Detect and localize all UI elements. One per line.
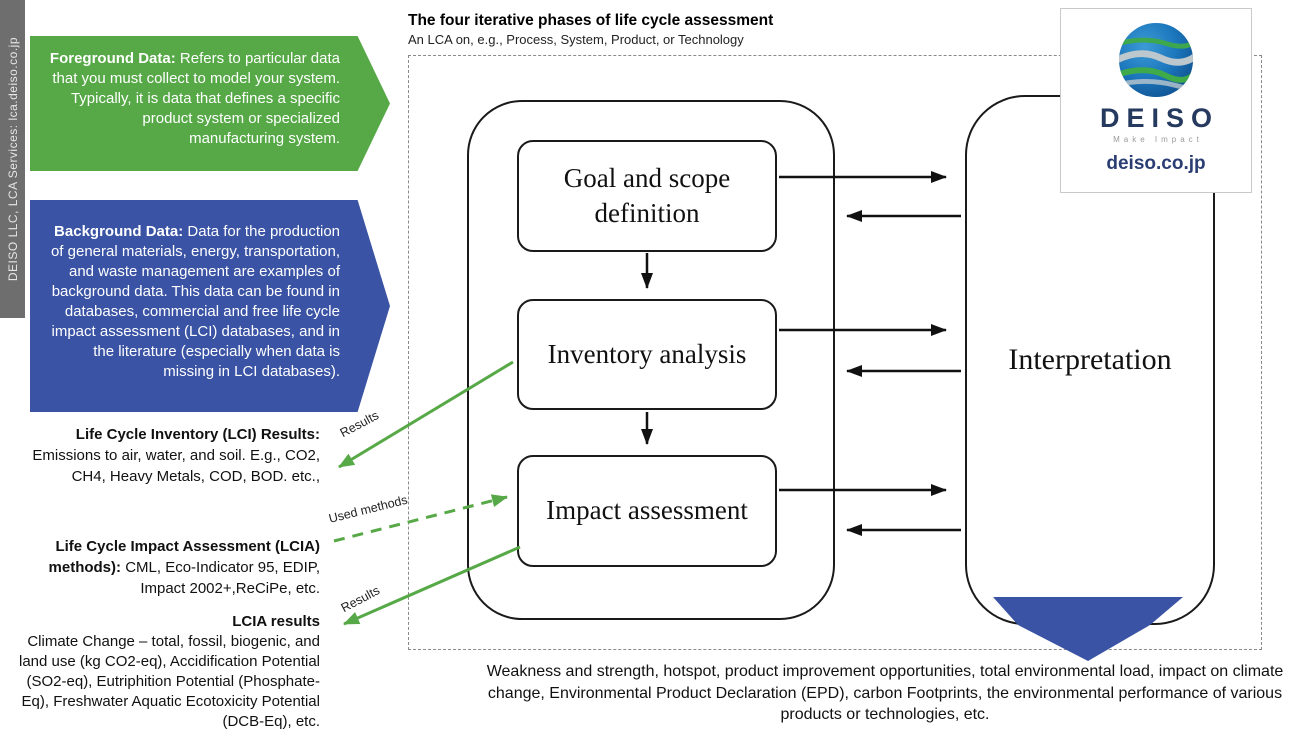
phases-loop-container xyxy=(467,100,835,620)
phase-box-inventory-analysis: Inventory analysis xyxy=(517,299,777,410)
foreground-data-banner: Foreground Data: Refers to particular da… xyxy=(30,36,390,171)
diagram-title: The four iterative phases of life cycle … xyxy=(408,12,774,29)
deiso-logo-card: DEISO Make Impact deiso.co.jp xyxy=(1060,8,1252,193)
lci-results-title: Life Cycle Inventory (LCI) Results: xyxy=(75,426,320,443)
foreground-data-title: Foreground Data: xyxy=(49,50,176,67)
outcomes-footer-text: Weakness and strength, hotspot, product … xyxy=(486,663,1284,723)
background-data-banner: Background Data: Data for the production… xyxy=(30,200,390,412)
globe-logo-icon xyxy=(1118,22,1194,98)
results-upper-label: Results xyxy=(337,408,382,441)
phase-box-impact-assessment: Impact assessment xyxy=(517,455,777,567)
background-data-body: Data for the production of general mater… xyxy=(50,223,340,380)
lci-results-block: Life Cycle Inventory (LCI) Results: Emis… xyxy=(8,424,320,487)
lcia-methods-title: Life Cycle Impact Assessment (LCIA) meth… xyxy=(48,538,320,576)
vertical-brand-bar: DEISO LLC, LCA Services: lca.deiso.co.jp xyxy=(0,0,25,318)
lcia-results-body: Climate Change – total, fossil, biogenic… xyxy=(19,633,320,730)
lcia-methods-block: Life Cycle Impact Assessment (LCIA) meth… xyxy=(8,536,320,599)
brand-name: DEISO xyxy=(1099,103,1220,133)
results-lower-label: Results xyxy=(338,583,383,616)
lcia-methods-body: CML, Eco-Indicator 95, EDIP, Impact 2002… xyxy=(125,559,320,597)
phase-box-goal-and-scope: Goal and scope definition xyxy=(517,140,777,252)
lcia-results-title: LCIA results xyxy=(232,613,320,630)
lci-results-body: Emissions to air, water, and soil. E.g.,… xyxy=(32,447,320,485)
lcia-results-block: LCIA results Climate Change – total, fos… xyxy=(4,612,320,732)
vertical-brand-text: DEISO LLC, LCA Services: lca.deiso.co.jp xyxy=(5,36,20,282)
used-methods-label: Used methods xyxy=(327,492,409,526)
background-data-title: Background Data: xyxy=(54,223,184,240)
foreground-data-body: Refers to particular data that you must … xyxy=(52,50,340,147)
brand-tagline: Make Impact xyxy=(1113,135,1203,144)
diagram-subtitle: An LCA on, e.g., Process, System, Produc… xyxy=(408,32,744,47)
brand-url: deiso.co.jp xyxy=(1106,153,1206,174)
diagram-dashed-frame xyxy=(408,55,1262,650)
